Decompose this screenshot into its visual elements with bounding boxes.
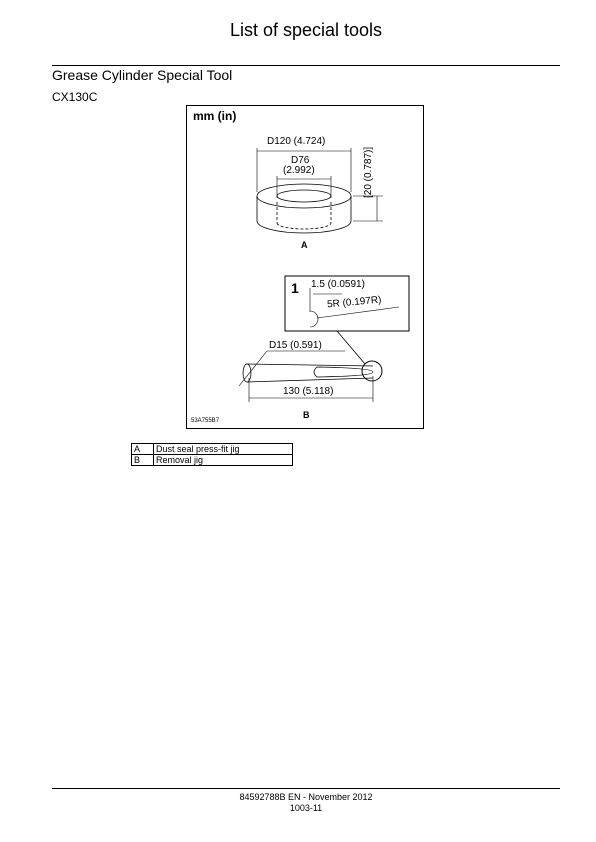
seal-jig-ring [256,183,352,234]
footer-divider [52,788,560,789]
detail-circle [361,360,383,382]
view-b-label: B [303,410,310,420]
unit-label: mm (in) [193,109,237,123]
model-label: CX130C [52,90,98,104]
legend-row: A Dust seal press-fit jig [131,443,293,455]
view-b-dimensions [238,350,374,402]
figure-code: 53A755B7 [191,418,220,424]
removal-jig-rod [242,363,374,383]
tool-drawing [238,148,410,402]
footer-doc-ref: 84592788B EN - November 2012 [239,792,373,802]
shaft-diameter-label: D15 (0.591) [269,340,322,351]
section-title: Grease Cylinder Special Tool [52,67,233,83]
view-a-label: A [301,240,308,250]
view-a-dimensions [256,148,383,222]
outer-diameter-label: D120 (4.724) [267,136,326,147]
detail-box [284,275,410,332]
page-title: List of special tools [229,20,383,40]
detail-dim-1: 1.5 (0.0591) [311,279,365,290]
length-label: 130 (5.118) [283,386,334,397]
special-tool-figure: mm (in) D120 (4.724) D76 (2.992) [20 (0.… [186,105,424,429]
height-label: [20 (0.787)] [363,146,374,198]
legend-key: B [131,454,154,466]
inner-diameter-label-1: D76 [291,155,310,166]
legend-table: A Dust seal press-fit jig B Removal jig [131,443,293,466]
header-divider [52,65,560,66]
footer-page-number: 1003-11 [289,803,323,813]
detail-number: 1 [291,280,299,296]
legend-description: Removal jig [153,454,293,466]
legend-description: Dust seal press-fit jig [153,443,293,455]
inner-diameter-label-2: (2.992) [283,165,315,176]
legend-key: A [131,443,154,455]
legend-row: B Removal jig [131,454,293,466]
